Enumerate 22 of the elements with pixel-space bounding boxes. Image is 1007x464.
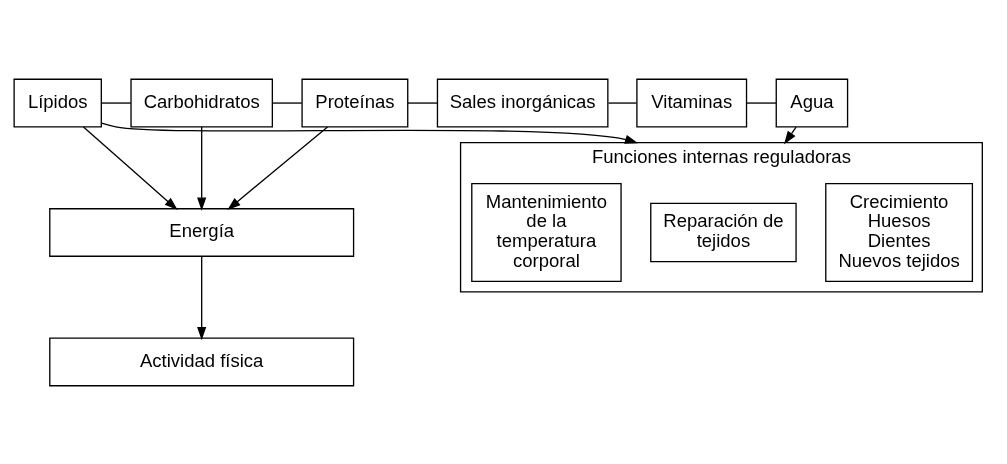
connector xyxy=(272,101,303,104)
connector xyxy=(100,101,132,104)
connector xyxy=(746,101,777,104)
node-box: Proteínas xyxy=(301,78,409,127)
node-box: Mantenimiento de la temperatura corporal xyxy=(471,182,622,282)
arrow xyxy=(197,125,207,211)
node-box: Sales inorgánicas xyxy=(436,78,609,127)
arrow xyxy=(784,125,797,144)
node-box: Carbohidratos xyxy=(130,78,273,127)
arrow xyxy=(101,122,639,144)
node-box: Actividad física xyxy=(49,337,355,386)
node-box: Reparación de tejidos xyxy=(650,202,797,262)
connector xyxy=(407,101,438,104)
arrow xyxy=(227,125,329,210)
node-box: Energía xyxy=(49,207,355,257)
connector xyxy=(607,101,638,104)
node-box: Agua xyxy=(775,78,849,127)
node-box: Crecimiento Huesos Dientes Nuevos tejidos xyxy=(825,182,974,282)
node-box: Vitaminas xyxy=(636,78,748,127)
arrow xyxy=(82,125,178,210)
node-box: Lípidos xyxy=(13,78,102,127)
arrow xyxy=(197,255,207,340)
